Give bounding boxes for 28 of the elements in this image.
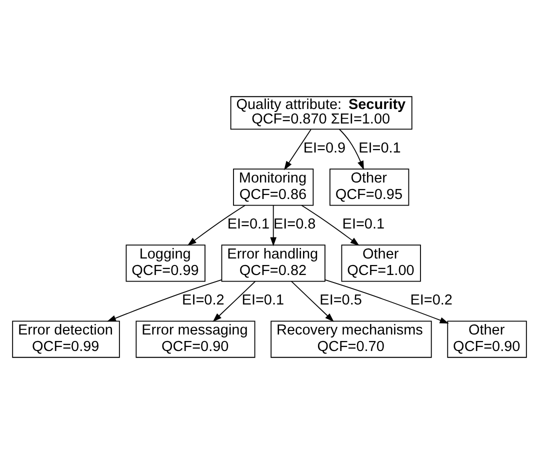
- edge-label: EI=0.1: [358, 140, 401, 157]
- arrow: [301, 204, 360, 246]
- arrow: [284, 129, 312, 170]
- edge-label: EI=0.9: [303, 140, 346, 157]
- edge-label: EI=0.2: [410, 292, 452, 309]
- edge-label: EI=0.1: [242, 292, 284, 309]
- arrow: [212, 280, 256, 322]
- node-box: Other QCF=0.95: [329, 168, 410, 206]
- node-box: Logging QCF=0.99: [126, 244, 206, 282]
- node-box: Error messaging QCF=0.90: [136, 320, 256, 358]
- arrow: [324, 279, 449, 324]
- node-box: Error handling QCF=0.82: [221, 244, 326, 282]
- edge-label: EI=0.1: [227, 216, 270, 233]
- node-box: Monitoring QCF=0.86: [233, 168, 314, 206]
- arrow: [338, 128, 364, 170]
- edge-label: EI=0.1: [342, 216, 385, 233]
- edge-label: EI=0.8: [274, 216, 316, 233]
- node-box: Quality attribute: Security QCF=0.870 ΣEI=1.00: [230, 96, 412, 130]
- edge-label: EI=0.2: [182, 292, 224, 309]
- arrow: [270, 204, 277, 246]
- node-box: Other QCF=1.00: [341, 244, 421, 282]
- node-box: Error detection QCF=0.99: [12, 320, 120, 358]
- node-box: Recovery mechanisms QCF=0.70: [270, 320, 432, 358]
- arrow: [106, 279, 222, 322]
- arrow: [290, 280, 334, 322]
- node-box: Other QCF=0.90: [447, 320, 527, 358]
- arrow: [187, 204, 246, 246]
- edge-label: EI=0.5: [320, 292, 362, 309]
